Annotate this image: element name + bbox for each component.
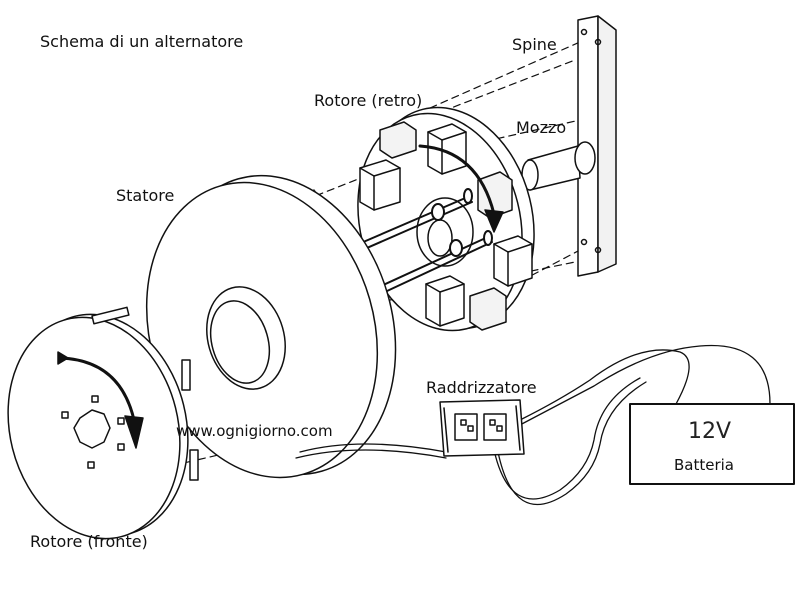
hub-shaft (521, 141, 596, 191)
rectifier (439, 399, 525, 457)
label-spine: Spine (512, 35, 557, 54)
label-rotore-fronte: Rotore (fronte) (30, 532, 148, 551)
label-rotore-retro: Rotore (retro) (314, 91, 423, 110)
front-rotation-arrow (57, 351, 144, 449)
battery-label: Batteria (674, 456, 734, 474)
label-mozzo: Mozzo (516, 118, 567, 137)
website-watermark: www.ognigiorno.com (176, 422, 333, 440)
label-raddrizzatore: Raddrizzatore (426, 378, 537, 397)
spine-plate (577, 15, 617, 277)
rear-rotation-arrow (418, 144, 504, 233)
rotor-magnets (359, 121, 533, 331)
battery (629, 403, 795, 485)
diagram-title: Schema di un alternatore (40, 32, 244, 51)
label-statore: Statore (116, 186, 175, 205)
battery-voltage: 12V (688, 419, 732, 444)
stator (145, 174, 397, 479)
wiring (295, 344, 771, 506)
front-rotor (7, 306, 199, 540)
